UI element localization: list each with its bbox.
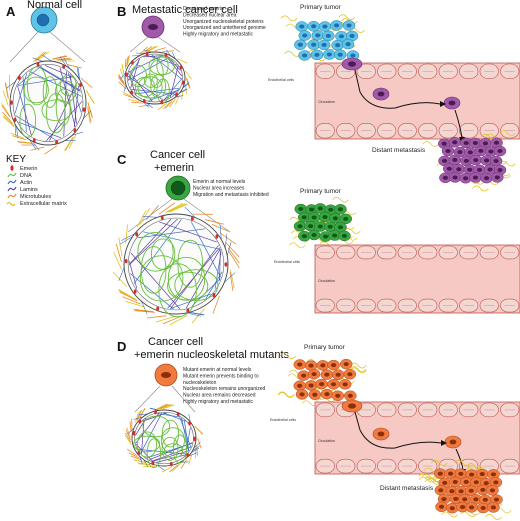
emerin-icon	[10, 165, 14, 171]
panel-b-primary-tumor-label: Primary tumor	[300, 4, 342, 11]
panel-d-note: Highly migratory and metastatic	[183, 399, 254, 405]
lamins-icon	[7, 186, 17, 192]
panel-b-title: Metastatic cancer cell	[132, 4, 238, 16]
panel-d-note: Nucleoskeleton remains unorganized	[183, 386, 265, 392]
panel-b-migration-arrow	[354, 69, 441, 109]
panel-c-endothelial-label: Endothelial cells	[274, 260, 300, 264]
legend-item: Actin	[7, 179, 32, 186]
nucleus-diagram-a	[1, 51, 95, 155]
panel-d-circulation-label: Circulation	[318, 439, 335, 443]
panel-b-note: Unorganized and untethered genome	[183, 25, 266, 31]
panel-d-distant-metastasis	[418, 460, 512, 520]
nucleus-diagram-c	[112, 202, 240, 326]
panel-d-migrating-cells	[341, 399, 466, 476]
panel-b-letter: B	[117, 4, 126, 19]
panel-b-scene: Primary tumor Endothelial cells Circulat…	[268, 4, 520, 192]
panel-b-note: Highly migratory and metastatic	[183, 32, 254, 38]
panel-d: D Cancer cell +emerin nucleoskeletal mut…	[117, 336, 289, 473]
panel-a: A Normal cell	[1, 0, 95, 155]
legend-item-label: Microtubules	[20, 194, 51, 200]
panel-d-note: Mutant emerin at normal levels	[183, 367, 252, 373]
panel-b-migrating-cells	[341, 57, 465, 144]
panel-d-note: Mutant emerin prevents binding to	[183, 373, 259, 379]
actin-icon	[7, 179, 17, 185]
panel-c: C Cancer cell +emerin Emerin at normal l…	[112, 149, 269, 326]
panel-d-title-line2: +emerin nucleoskeletal mutants	[134, 349, 289, 361]
nucleus-diagram-b	[118, 45, 192, 110]
normal-cell-nucleus-icon	[36, 13, 50, 27]
panel-a-letter: A	[6, 4, 16, 19]
panel-b-blood-vessel	[314, 62, 520, 140]
panel-c-title-line2: +emerin	[154, 162, 194, 174]
panel-b-primary-tumor	[280, 14, 365, 66]
panel-b-endothelial-label: Endothelial cells	[268, 78, 294, 82]
panel-d-scene: Primary tumor Endothelial cells Circulat…	[270, 344, 520, 520]
legend-item-label: Lamins	[20, 187, 38, 193]
panel-b-distant-metastasis	[422, 130, 516, 192]
panel-d-primary-tumor	[277, 353, 367, 408]
legend-item: Extracellular matrix	[6, 201, 67, 207]
panel-c-primary-tumor-label: Primary tumor	[300, 188, 342, 195]
panel-d-primary-tumor-label: Primary tumor	[304, 344, 346, 351]
panel-b-note: Decreased emerin	[183, 6, 224, 12]
panel-c-primary-tumor	[288, 196, 361, 249]
legend-item: Lamins	[7, 186, 38, 193]
emerin-cell-nucleus-icon	[170, 180, 186, 196]
panel-b-circulation-label: Circulation	[318, 100, 335, 104]
extracellular-matrix-icon	[6, 201, 16, 207]
panel-c-letter: C	[117, 152, 127, 167]
legend: KEY EmerinDNAActinLaminsMicrotubulesExtr…	[6, 154, 67, 207]
legend-item: Emerin	[10, 165, 37, 172]
panel-c-scene: Primary tumor Endothelial cells Circulat…	[274, 188, 520, 314]
mutant-cell-nucleus-icon	[161, 372, 171, 378]
legend-item-label: Actin	[20, 180, 32, 186]
panel-d-note: Nuclear area remains decreased	[183, 393, 256, 399]
panel-b-note: Decreased nuclear area	[183, 12, 237, 18]
panel-c-blood-vessel	[314, 244, 520, 314]
panel-a-title: Normal cell	[27, 0, 82, 11]
panel-d-title-line1: Cancer cell	[148, 336, 203, 348]
panel-c-note: Migration and metastasis inhibited	[193, 192, 269, 198]
panel-c-title-line1: Cancer cell	[150, 149, 205, 161]
panel-c-note: Nuclear area increases	[193, 185, 245, 191]
dna-icon	[7, 172, 17, 178]
legend-item: Microtubules	[7, 193, 51, 200]
metastatic-cell-nucleus-icon	[148, 24, 158, 30]
panel-b-distant-label: Distant metastasis	[372, 147, 426, 154]
legend-item-label: DNA	[20, 173, 32, 179]
legend-title: KEY	[6, 154, 26, 165]
panel-b: B Metastatic cancer cell Decreased emeri…	[117, 4, 266, 110]
panel-c-circulation-label: Circulation	[318, 279, 335, 283]
legend-item-label: Emerin	[20, 166, 37, 172]
nucleus-diagram-d	[124, 403, 204, 473]
panel-d-letter: D	[117, 339, 126, 354]
panel-c-note: Emerin at normal levels	[193, 179, 246, 185]
legend-item: DNA	[7, 172, 32, 179]
panel-d-endothelial-label: Endothelial cells	[270, 418, 296, 422]
panel-d-migration-arrow	[354, 411, 442, 449]
legend-item-label: Extracellular matrix	[20, 201, 67, 207]
panel-b-note: Unorganized nucleoskeletal proteins	[183, 19, 264, 25]
microtubules-icon	[7, 193, 17, 199]
panel-d-distant-label: Distant metastasis	[380, 485, 434, 492]
panel-d-note: nucleoskeleton	[183, 380, 217, 386]
panel-d-blood-vessel	[314, 401, 520, 475]
